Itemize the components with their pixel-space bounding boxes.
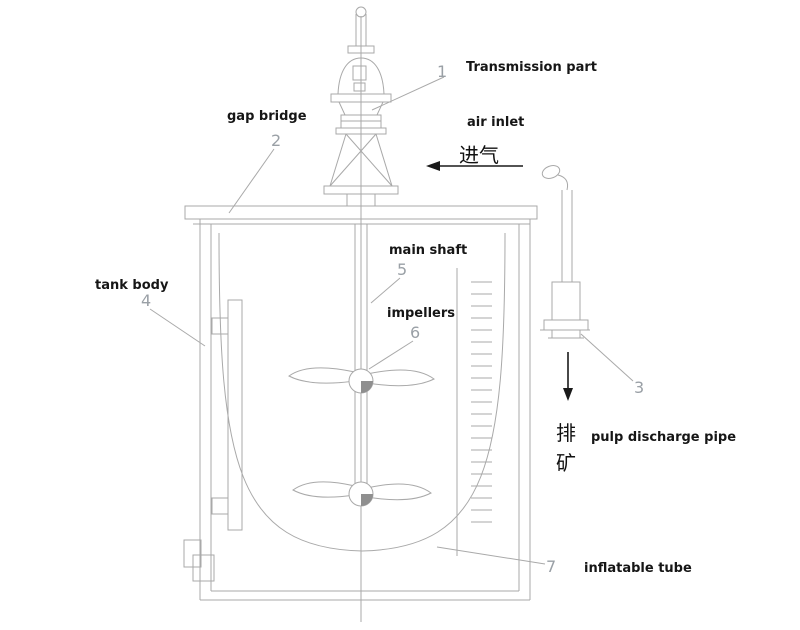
callout-6: 6: [410, 323, 420, 342]
label-discharge-cn-2: 矿: [556, 451, 576, 475]
pulp-discharge-pipe-drawing: [540, 165, 590, 339]
inflatable-tube-drawing: [218, 232, 506, 552]
discharge-arrow: [563, 352, 573, 401]
gap-bridge-drawing: [184, 205, 538, 225]
label-air-inlet-cn: 进气: [459, 143, 499, 167]
main-shaft-drawing: [354, 224, 368, 502]
label-main-shaft: main shaft: [389, 243, 467, 258]
impeller-lower-drawing: [292, 481, 432, 507]
label-discharge-cn-1: 排: [556, 421, 576, 445]
label-air-inlet: air inlet: [467, 115, 524, 130]
callout-7: 7: [546, 557, 556, 576]
air-ladder-drawing: [456, 268, 492, 556]
label-impellers: impellers: [387, 306, 455, 321]
label-inflatable-tube: inflatable tube: [584, 561, 692, 576]
tank-body-drawing: [183, 219, 531, 601]
air-inlet-arrow: [426, 161, 523, 171]
impeller-upper-drawing: [288, 367, 435, 394]
callout-1: 1: [437, 62, 447, 81]
leader-lines: [149, 76, 634, 565]
callout-4: 4: [141, 291, 151, 310]
label-tank-body: tank body: [95, 278, 169, 293]
callout-2: 2: [271, 131, 281, 150]
callout-3: 3: [634, 378, 644, 397]
transmission-part-drawing: [323, 6, 399, 207]
label-gap-bridge: gap bridge: [227, 109, 307, 124]
label-transmission-part: Transmission part: [466, 60, 597, 75]
callout-5: 5: [397, 260, 407, 279]
label-pulp-discharge-pipe: pulp discharge pipe: [591, 430, 736, 445]
